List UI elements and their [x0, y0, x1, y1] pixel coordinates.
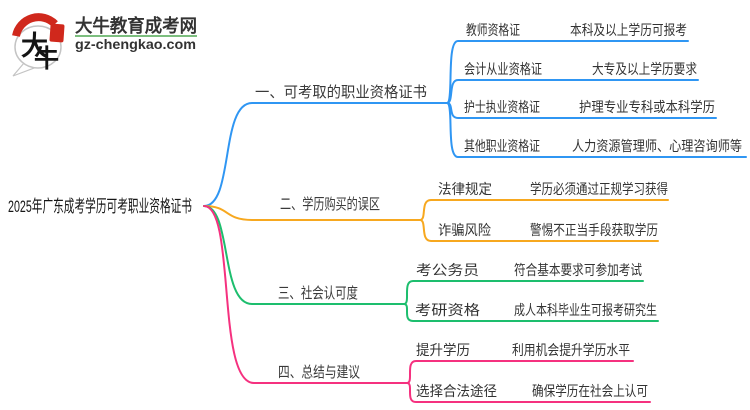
branch1-child4-label: 其他职业资格证 — [464, 138, 540, 154]
branch1-child1-label: 教师资格证 — [466, 22, 520, 38]
logo-mark-char-bottom: 牛 — [34, 45, 59, 73]
site-logo: 大 牛 大牛教育成考网 gz-chengkao.com — [12, 13, 197, 77]
branch2-child2-desc: 警惕不正当手段获取学历 — [530, 222, 658, 238]
branch3-child2-label: 考研资格 — [415, 302, 480, 318]
branch-recognition: 三、社会认可度 考公务员 符合基本要求可参加考试 考研资格 成人本科毕业生可报考… — [203, 205, 659, 322]
logo-site-domain: gz-chengkao.com — [75, 36, 196, 52]
branch1-link-line — [203, 102, 448, 207]
branch4-link-line — [203, 205, 408, 384]
branch2-link-line — [203, 205, 421, 221]
branch3-child1-link-line — [403, 280, 644, 305]
branch3-label: 三、社会认可度 — [278, 285, 358, 302]
branch4-child2-desc: 确保学历在社会上认可 — [532, 383, 648, 399]
branch1-child2-link-line — [446, 79, 699, 104]
branch1-child4-link-line — [446, 102, 747, 158]
branch4-child1-label: 提升学历 — [416, 342, 470, 358]
branch2-child1-link-line — [419, 199, 669, 221]
branch4-label: 四、总结与建议 — [278, 364, 360, 381]
logo-red-arc-icon — [12, 13, 58, 38]
branch1-child3-desc: 护理专业专科或本科学历 — [579, 99, 715, 115]
branch2-child1-label: 法律规定 — [438, 181, 492, 197]
branch1-label: 一、可考取的职业资格证书 — [255, 84, 427, 101]
branch1-child1-desc: 本科及以上学历可报考 — [570, 22, 687, 38]
branch1-child3-label: 护士执业资格证 — [464, 99, 540, 115]
logo-mark-char-top: 大 — [21, 31, 48, 61]
branch2-label: 二、学历购买的误区 — [280, 196, 380, 213]
branch-summary: 四、总结与建议 提升学历 利用机会提升学历水平 选择合法途径 确保学历在社会上认… — [203, 205, 651, 403]
branch4-child1-link-line — [406, 360, 634, 384]
logo-seal-icon — [49, 23, 65, 43]
branch1-child2-label: 会计从业资格证 — [464, 61, 542, 77]
branch2-child2-label: 诈骗风险 — [438, 222, 491, 238]
logo-bubble — [14, 25, 62, 69]
branch3-child1-desc: 符合基本要求可参加考试 — [514, 262, 642, 278]
branch-certificates: 一、可考取的职业资格证书 教师资格证 本科及以上学历可报考 会计从业资格证 大专… — [203, 22, 747, 207]
branch1-child2-desc: 大专及以上学历要求 — [592, 61, 697, 77]
branch2-child2-link-line — [419, 219, 659, 242]
branch2-child1-desc: 学历必须通过正规学习获得 — [530, 181, 668, 197]
logo-site-name: 大牛教育成考网 — [75, 15, 197, 36]
branch4-child2-label: 选择合法途径 — [416, 383, 497, 399]
branch4-child2-link-line — [406, 382, 651, 403]
branch1-child4-desc: 人力资源管理师、心理咨询师等 — [572, 138, 742, 154]
branch4-child1-desc: 利用机会提升学历水平 — [512, 342, 630, 358]
branch-misconceptions: 二、学历购买的误区 法律规定 学历必须通过正规学习获得 诈骗风险 警惕不正当手段… — [203, 181, 669, 242]
branch3-child2-desc: 成人本科毕业生可报考研究生 — [514, 302, 657, 318]
branch3-child2-link-line — [403, 303, 659, 322]
branch3-child1-label: 考公务员 — [416, 262, 479, 278]
root-node-title: 2025年广东成考学历可考职业资格证书 — [8, 197, 192, 216]
